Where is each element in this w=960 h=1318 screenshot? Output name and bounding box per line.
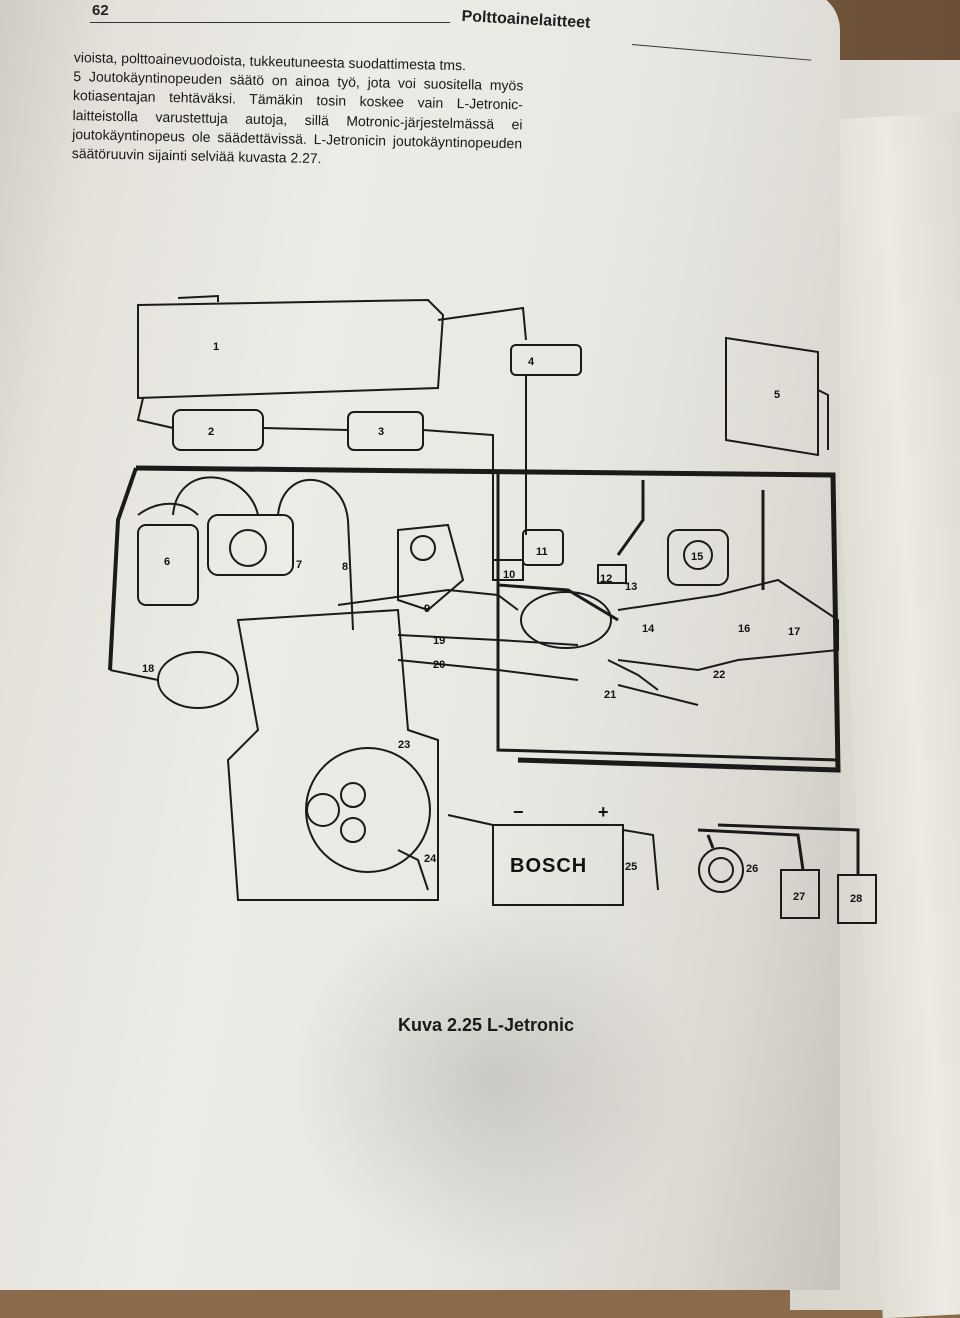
label-15: 15 [691, 551, 703, 563]
relay-27 [780, 869, 820, 919]
fuel-tank [137, 298, 445, 400]
label-17: 17 [788, 626, 800, 638]
battery [492, 824, 624, 906]
label-2: 2 [208, 426, 214, 438]
fuel-filter [347, 411, 424, 451]
label-18: 18 [142, 663, 154, 675]
lambda-sensor [157, 651, 239, 709]
speed-sensor [397, 849, 429, 891]
label-16: 16 [738, 623, 750, 635]
flywheel [305, 747, 431, 873]
label-19: 19 [433, 635, 445, 647]
battery-minus: − [513, 802, 524, 822]
start-valve [492, 559, 524, 581]
label-20: 20 [433, 659, 445, 671]
pressure-regulator [510, 344, 582, 376]
distributor [207, 514, 294, 576]
aux-air-device [522, 529, 564, 566]
body-text: vioista, polttoainevuodoista, tukkeutune… [72, 48, 524, 173]
label-9: 9 [424, 603, 430, 615]
label-22: 22 [713, 669, 725, 681]
tank-filler [177, 294, 219, 302]
book-page [0, 0, 840, 1290]
header-rule-left [90, 22, 450, 23]
label-8: 8 [342, 561, 348, 573]
label-6: 6 [164, 556, 170, 568]
l-jetronic-diagram: BOSCH − + 1 2 3 4 5 6 7 8 9 10 11 12 13 … [98, 290, 888, 930]
paragraph-2: 5 Joutokäyntinopeuden säätö on ainoa työ… [71, 68, 524, 167]
label-11: 11 [536, 546, 548, 558]
label-10: 10 [503, 569, 515, 581]
label-25: 25 [625, 861, 637, 873]
label-21: 21 [604, 689, 616, 701]
air-duct [617, 578, 839, 672]
label-3: 3 [378, 426, 384, 438]
label-5: 5 [774, 389, 780, 401]
shadow [290, 890, 690, 1270]
intake-runner [397, 523, 465, 612]
label-12: 12 [600, 573, 612, 585]
relay-ring [698, 847, 744, 893]
battery-brand: BOSCH [510, 855, 587, 877]
label-28: 28 [850, 893, 862, 905]
control-unit [725, 336, 819, 457]
figure-caption: Kuva 2.25 L-Jetronic [398, 1015, 575, 1035]
page-number: 62 [92, 2, 109, 19]
label-24: 24 [424, 853, 437, 865]
battery-plus: + [598, 802, 609, 822]
label-4: 4 [528, 356, 535, 368]
throttle-housing [520, 591, 612, 649]
label-7: 7 [296, 559, 302, 571]
diagram-svg: BOSCH − + 1 2 3 4 5 6 7 8 9 10 11 12 13 … [108, 294, 877, 924]
label-23: 23 [398, 739, 410, 751]
label-26: 26 [746, 863, 758, 875]
throttle-switch [597, 564, 627, 584]
ignition-coil [137, 524, 199, 606]
engine-block [226, 608, 439, 901]
air-flow-meter [667, 529, 729, 586]
label-13: 13 [625, 581, 637, 593]
label-1: 1 [213, 341, 219, 353]
fuel-pump [172, 409, 264, 451]
label-27: 27 [793, 891, 805, 903]
label-14: 14 [642, 623, 655, 635]
